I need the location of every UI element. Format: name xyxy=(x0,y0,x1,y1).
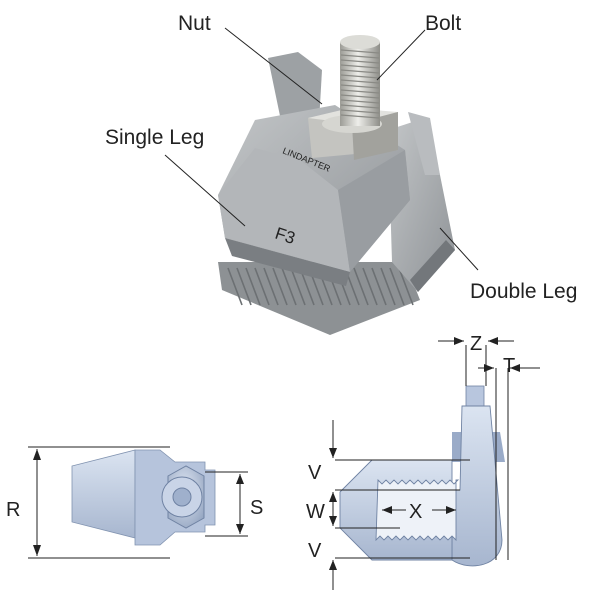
dimension-t xyxy=(478,364,540,560)
dim-label-s: S xyxy=(250,497,263,519)
clamp-photo: LINDAPTER F3 xyxy=(218,35,455,335)
dimension-x xyxy=(382,506,456,514)
dim-label-t: T xyxy=(503,355,515,377)
dimension-s xyxy=(205,471,248,537)
serrated-jaw xyxy=(218,262,420,335)
label-nut: Nut xyxy=(178,12,211,35)
label-bolt: Bolt xyxy=(425,12,461,35)
dim-label-z: Z xyxy=(470,333,482,355)
label-double-leg: Double Leg xyxy=(470,280,577,303)
dim-label-v-bottom: V xyxy=(308,540,322,562)
photo-leader-lines xyxy=(164,27,479,271)
label-single-leg: Single Leg xyxy=(105,126,204,149)
dim-label-x: X xyxy=(409,501,422,523)
dim-label-v-top: V xyxy=(308,462,322,484)
bolt xyxy=(340,35,380,126)
side-view-drawing xyxy=(339,385,505,567)
plan-view-drawing xyxy=(71,449,216,546)
dimension-vwv xyxy=(329,420,470,590)
dim-label-w: W xyxy=(306,501,325,523)
dim-label-r: R xyxy=(6,499,20,521)
dimension-r xyxy=(28,446,170,559)
